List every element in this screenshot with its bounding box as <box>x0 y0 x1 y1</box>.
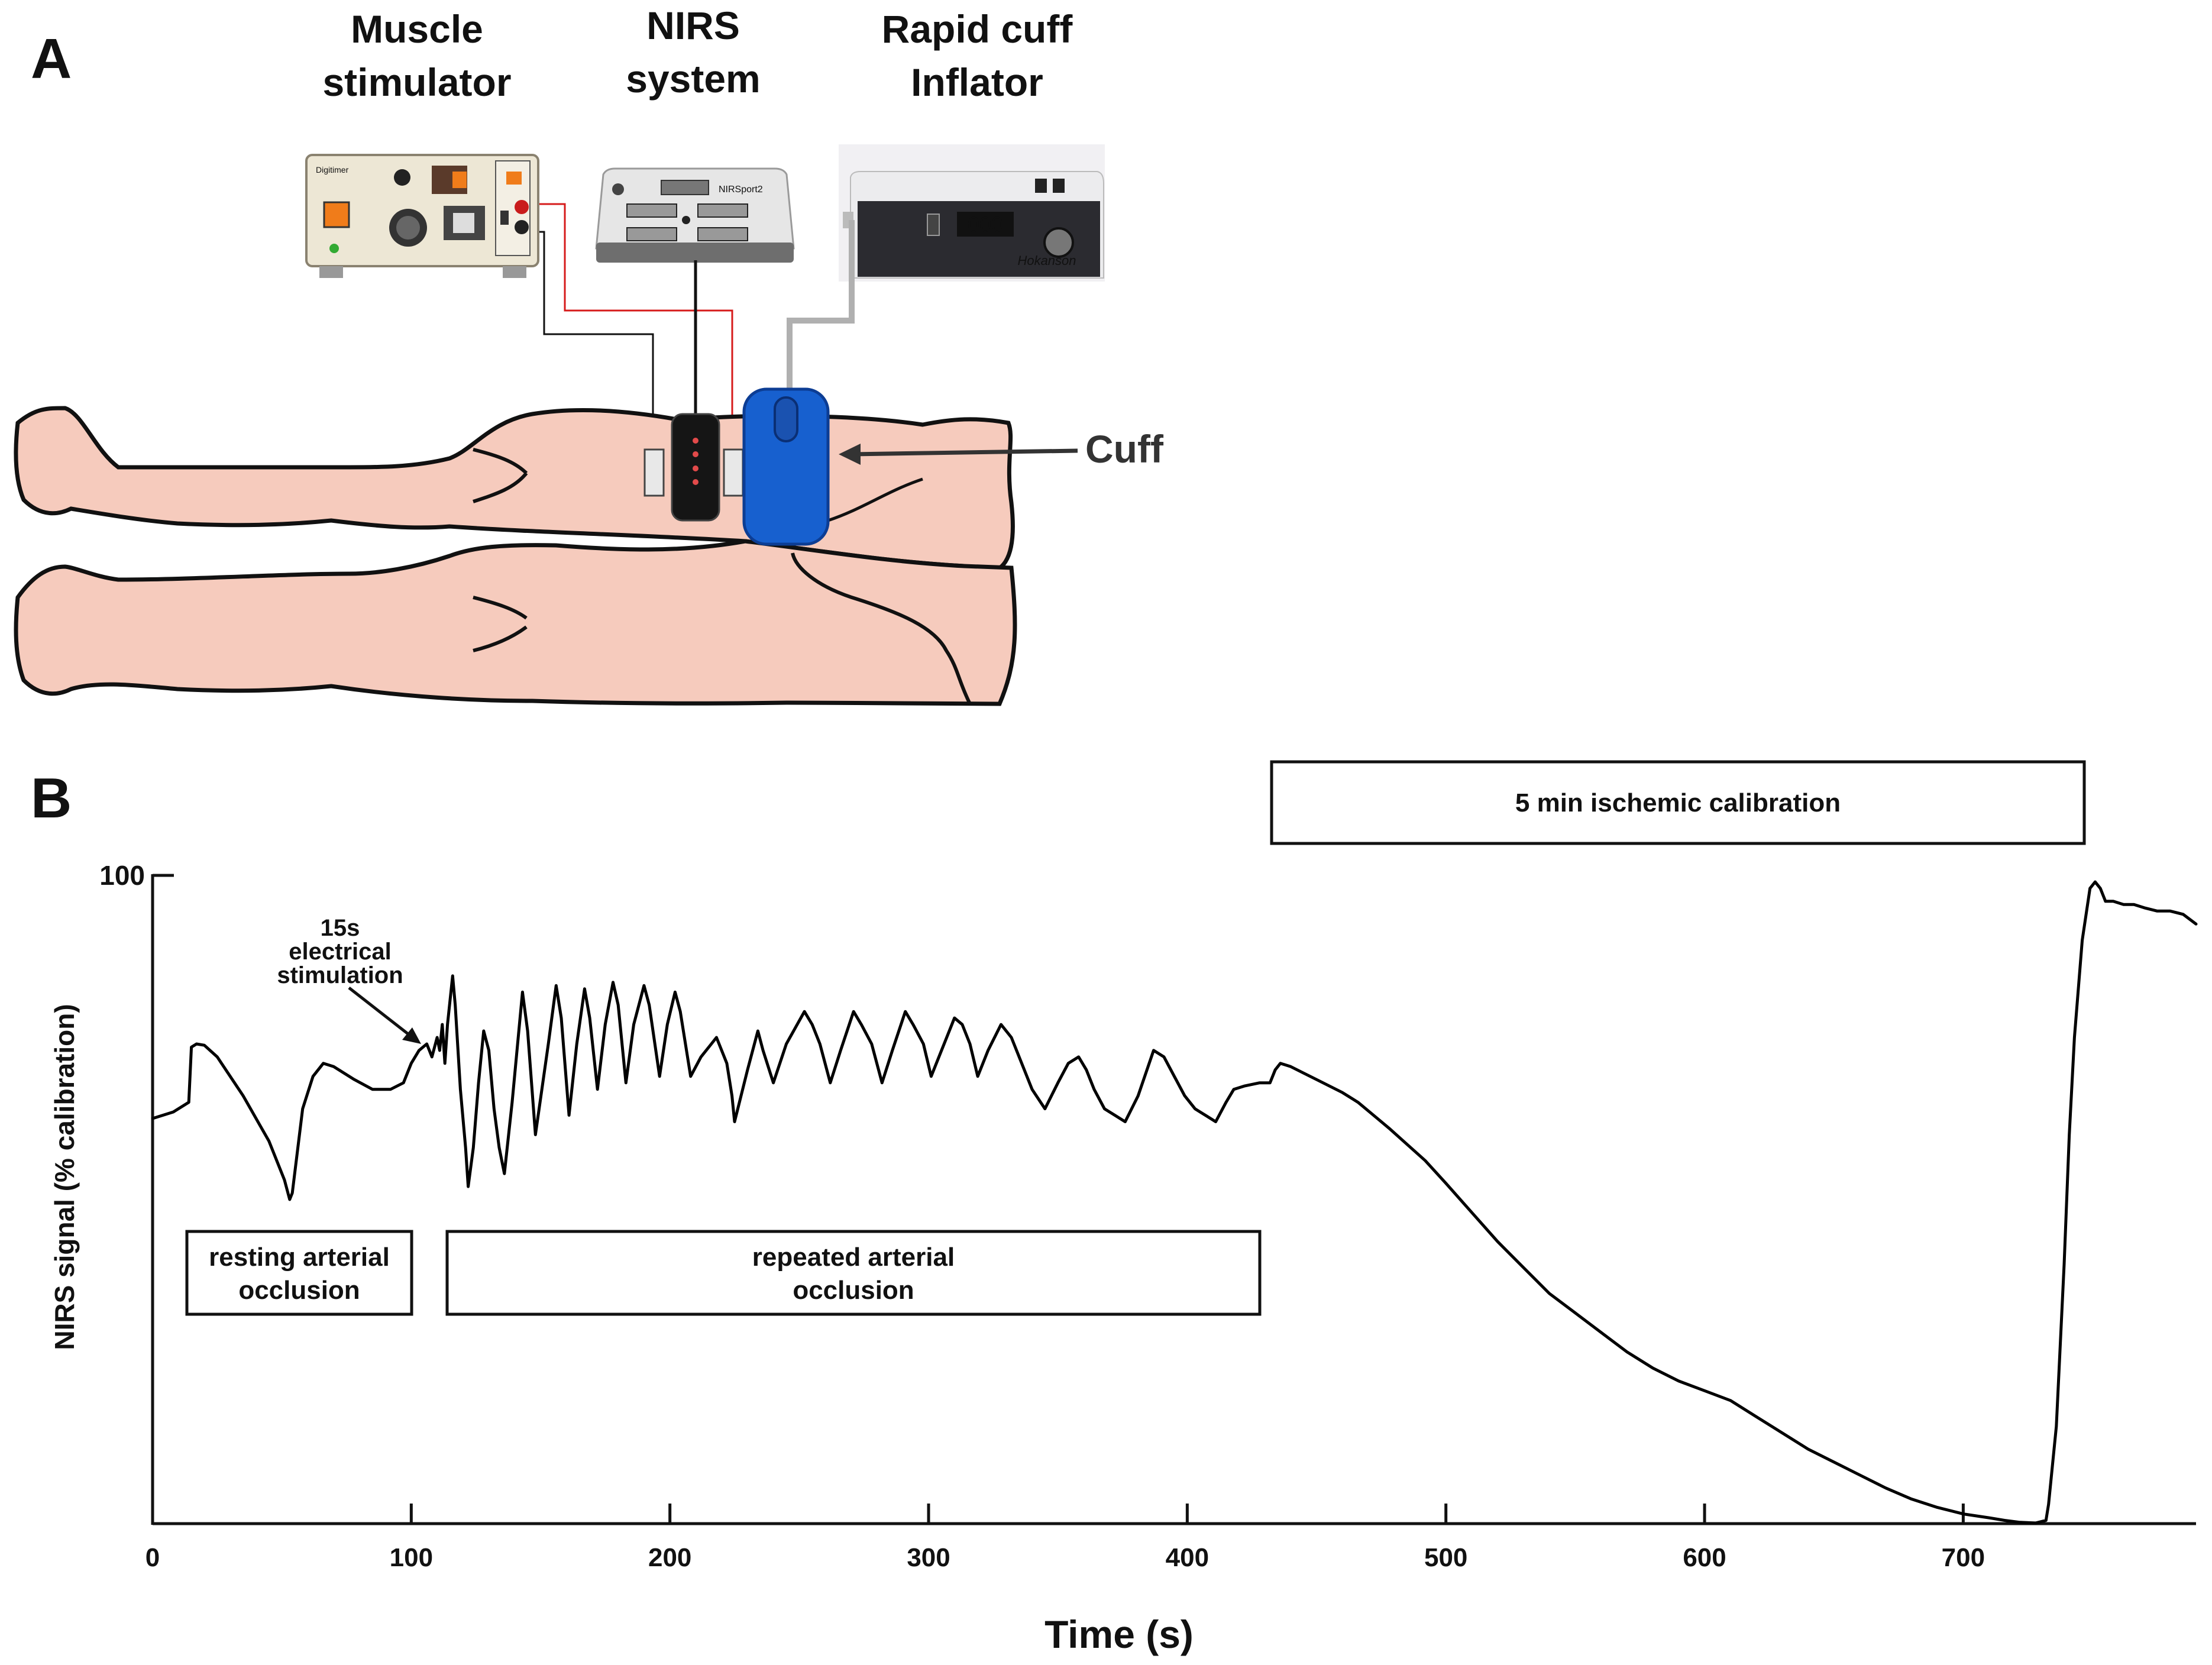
cuff <box>742 387 830 546</box>
label-nirs-system-line1: NIRS <box>646 4 740 47</box>
cuff-inflator-device: 000 Hokanson <box>839 144 1105 282</box>
plot-axes: 100 0 100 200 300 400 500 600 700 <box>99 860 2196 1572</box>
cuff-label: Cuff <box>1085 427 1164 471</box>
x-tick-label-100: 100 <box>390 1543 433 1572</box>
resting-occlusion-box <box>185 1230 413 1316</box>
stim-annotation-line1: 15s <box>321 915 360 941</box>
ischemic-calibration-label: 5 min ischemic calibration <box>1515 788 1841 817</box>
knee-cap-upper-2 <box>473 472 528 503</box>
inflator-display: 000 <box>968 212 1003 237</box>
knee-cap-lower-2 <box>473 625 528 652</box>
label-muscle-stimulator-line1: Muscle <box>351 7 483 51</box>
nirs-probe <box>671 413 720 522</box>
x-tick-label-400: 400 <box>1166 1543 1209 1572</box>
y-axis-title: NIRS signal (% calibration) <box>49 1004 80 1350</box>
resting-occlusion-label-line1: resting arterial <box>209 1243 390 1272</box>
nirs-system-device: NIRSport2 <box>595 167 795 263</box>
cuff-arrow <box>839 444 1078 465</box>
x-ticks: 0 100 200 300 400 500 600 700 <box>145 1504 1985 1572</box>
nirs-brand-text: NIRSport2 <box>719 185 763 195</box>
inflator-brand-text: Hokanson <box>1017 253 1076 268</box>
stim-electrode-right <box>723 448 744 497</box>
resting-occlusion-label-line2: occlusion <box>238 1276 360 1305</box>
panel-b: B 5 min ischemic calibration resting art… <box>31 760 2198 1656</box>
panel-letter-b: B <box>31 767 72 830</box>
x-tick-label-700: 700 <box>1942 1543 1985 1572</box>
knee-cap-upper-1 <box>473 448 528 475</box>
label-cuff-inflator-line2: Inflator <box>911 60 1043 104</box>
x-tick-label-600: 600 <box>1683 1543 1726 1572</box>
stim-electrode-left <box>643 448 665 497</box>
repeated-occlusion-label-line2: occlusion <box>793 1276 914 1305</box>
muscle-stimulator-device: Digitimer <box>305 154 539 278</box>
panel-letter-a: A <box>31 27 72 90</box>
cuff-tube <box>787 220 855 393</box>
x-tick-label-300: 300 <box>907 1543 950 1572</box>
groin-crease <box>791 552 972 705</box>
repeated-occlusion-label-line1: repeated arterial <box>752 1243 955 1272</box>
x-tick-label-200: 200 <box>648 1543 691 1572</box>
nirs-signal-line <box>151 880 2198 1525</box>
ischemic-calibration-box <box>1270 760 2086 845</box>
knee-cap-lower-1 <box>473 596 528 620</box>
stim-cable-red <box>539 203 733 435</box>
x-tick-label-500: 500 <box>1424 1543 1467 1572</box>
thigh-line <box>827 477 923 522</box>
stim-annotation-line2: electrical <box>289 939 391 965</box>
label-cuff-inflator-line1: Rapid cuff <box>882 7 1073 51</box>
repeated-occlusion-box <box>445 1230 1262 1316</box>
label-nirs-system-line2: system <box>626 57 761 101</box>
stim-annotation-line3: stimulation <box>277 962 403 988</box>
panel-a: A Muscle stimulator NIRS system Rapid cu… <box>14 4 1164 706</box>
x-tick-label-0: 0 <box>145 1543 160 1572</box>
stim-annotation-arrow <box>348 987 421 1044</box>
y-tick-label-100: 100 <box>99 860 145 891</box>
lower-leg <box>14 539 1017 706</box>
x-axis-title: Time (s) <box>1044 1612 1194 1656</box>
stim-cable-black <box>539 231 654 435</box>
label-muscle-stimulator-line2: stimulator <box>322 60 511 104</box>
cables <box>539 203 855 435</box>
stimulator-brand-text: Digitimer <box>316 165 349 174</box>
